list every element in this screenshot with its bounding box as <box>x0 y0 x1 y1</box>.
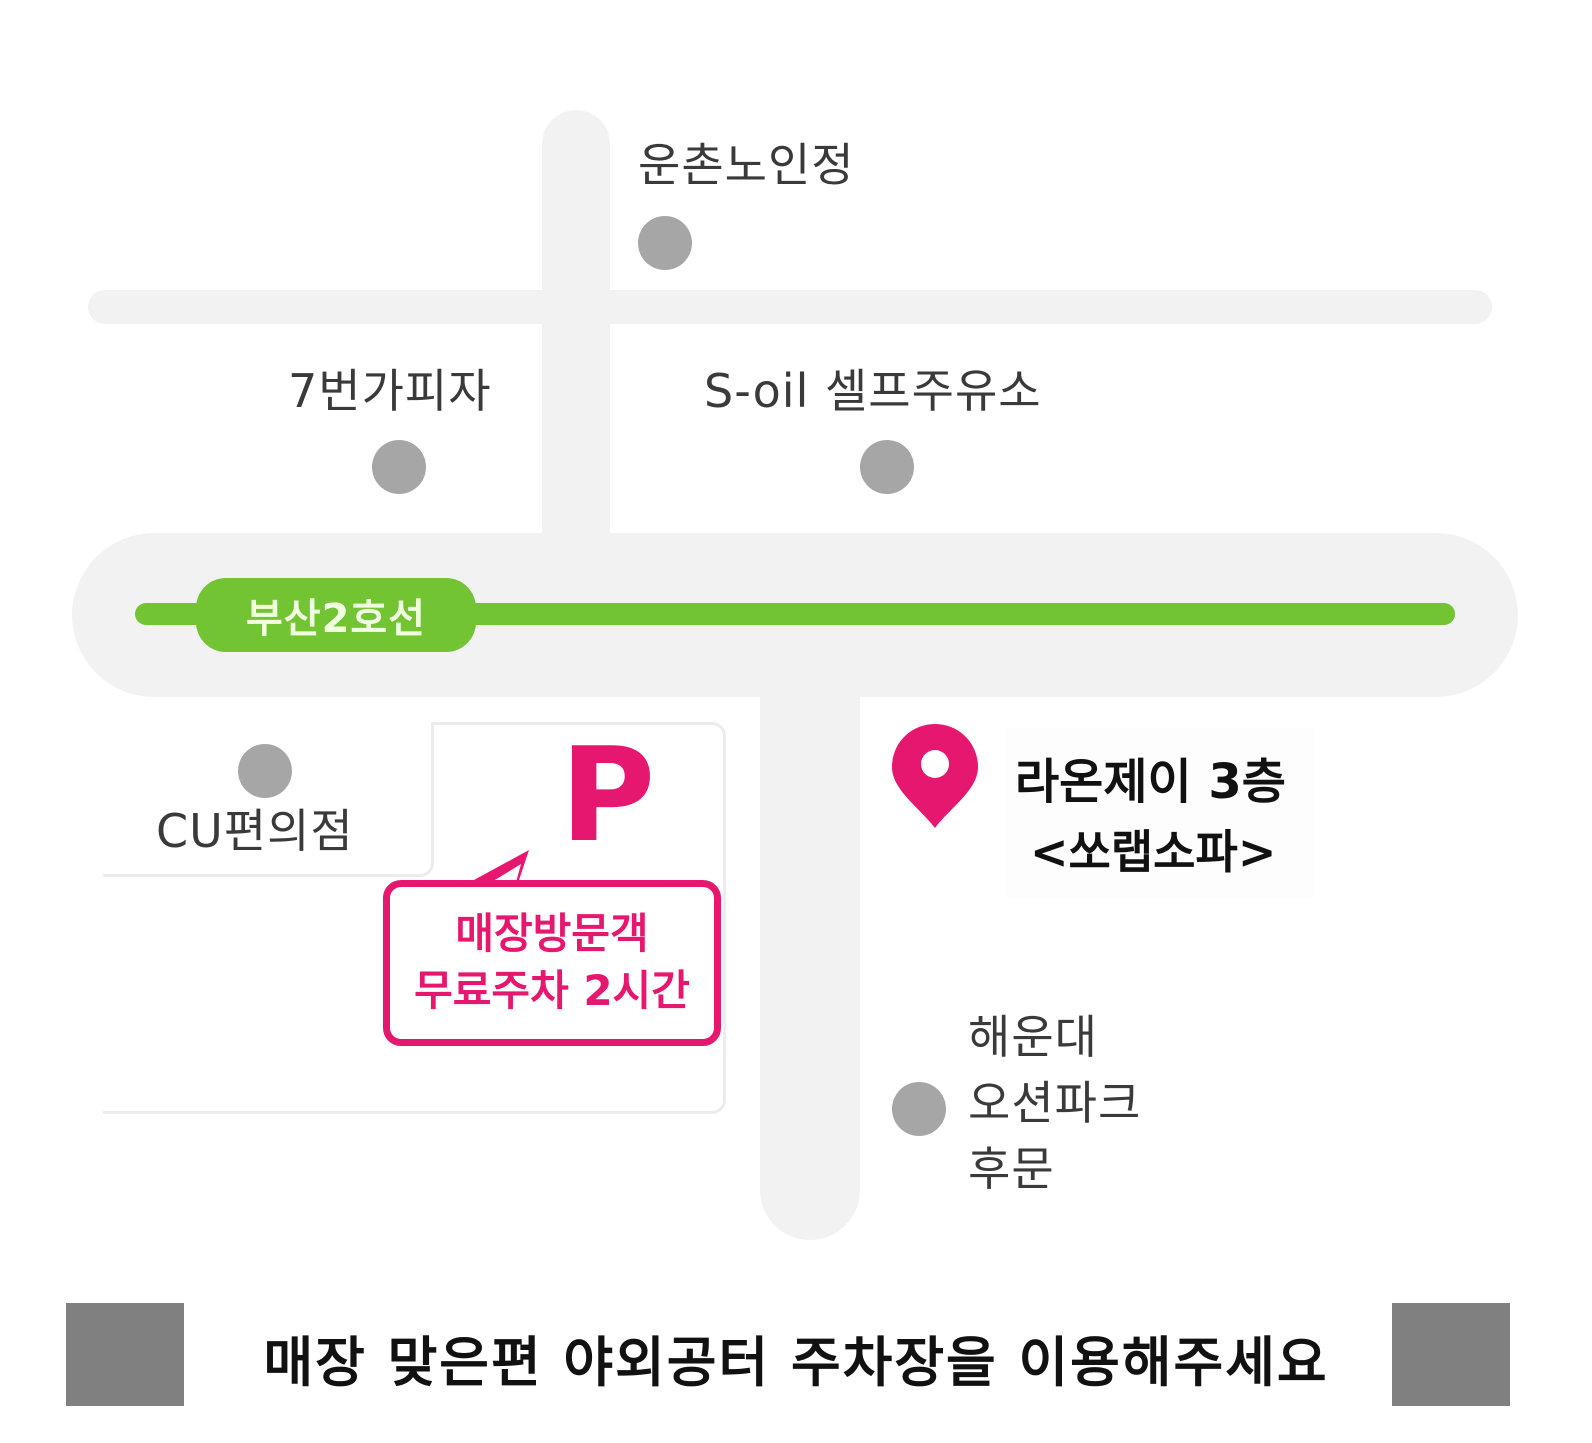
parking-callout: 매장방문객 무료주차 2시간 <box>383 880 721 1046</box>
subway-line-label: 부산2호선 <box>245 596 427 642</box>
poi-dot-pizza <box>372 440 426 494</box>
parking-notice-text: 매장 맞은편 야외공터 주차장을 이용해주세요 <box>263 1331 1329 1394</box>
road-north-vertical <box>542 110 610 550</box>
road-south-vertical <box>760 680 860 1240</box>
subway-line-badge: 부산2호선 <box>196 578 476 652</box>
poi-label-ocean-park-2: 오션파크 <box>968 1076 1142 1130</box>
banner-cap-right <box>1392 1303 1510 1406</box>
poi-dot-s-oil <box>860 440 914 494</box>
poi-label-pizza: 7번가피자 <box>288 364 492 418</box>
store-name: 라온제이 3층 <box>1015 754 1286 810</box>
store-subtitle: <쏘랩소파> <box>1030 825 1277 879</box>
poi-label-s-oil: S-oil 셀프주유소 <box>704 364 1042 418</box>
parking-notice-banner <box>66 1297 1514 1407</box>
poi-label-ocean-park-1: 해운대 <box>968 1010 1098 1064</box>
parking-icon: P <box>560 719 656 871</box>
poi-label-woonchon: 운촌노인정 <box>638 138 855 192</box>
poi-dot-ocean-park <box>892 1082 946 1136</box>
poi-dot-cu <box>238 744 292 798</box>
road-upper-horizontal <box>88 290 1492 324</box>
store-label-box <box>1005 728 1315 898</box>
callout-line-1: 매장방문객 <box>455 909 649 959</box>
poi-label-cu: CU편의점 <box>156 804 354 858</box>
callout-line-2: 무료주차 2시간 <box>414 966 690 1015</box>
poi-dot-woonchon <box>638 216 692 270</box>
map-pin-icon <box>892 724 978 828</box>
poi-label-ocean-park-3: 후문 <box>968 1142 1055 1196</box>
banner-cap-left <box>66 1303 184 1406</box>
